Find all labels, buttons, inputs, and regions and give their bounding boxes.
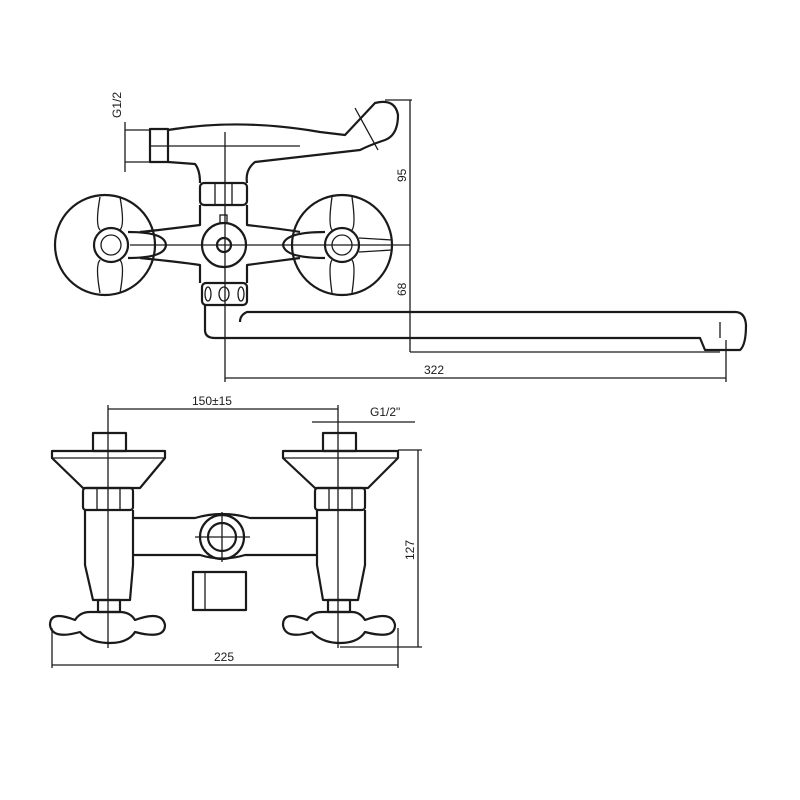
right-valve xyxy=(281,431,400,645)
top-view: G1/2 xyxy=(53,92,748,382)
label-height-lower: 68 xyxy=(395,282,409,296)
label-height: 127 xyxy=(403,540,417,560)
label-height-upper: 95 xyxy=(395,168,409,182)
label-inlet-thread: G1/2 xyxy=(110,92,124,118)
spout xyxy=(203,305,748,352)
front-view: 150±15 G1/2" xyxy=(48,394,422,668)
label-inlet-thread-front: G1/2" xyxy=(370,405,400,419)
crossbar xyxy=(133,512,317,560)
label-width: 225 xyxy=(214,650,234,664)
upper-nut xyxy=(198,181,249,207)
outlet-box xyxy=(191,570,248,612)
label-spout-length: 322 xyxy=(424,363,444,377)
label-center-distance: 150±15 xyxy=(192,394,232,408)
upper-outlet-body xyxy=(167,100,400,184)
